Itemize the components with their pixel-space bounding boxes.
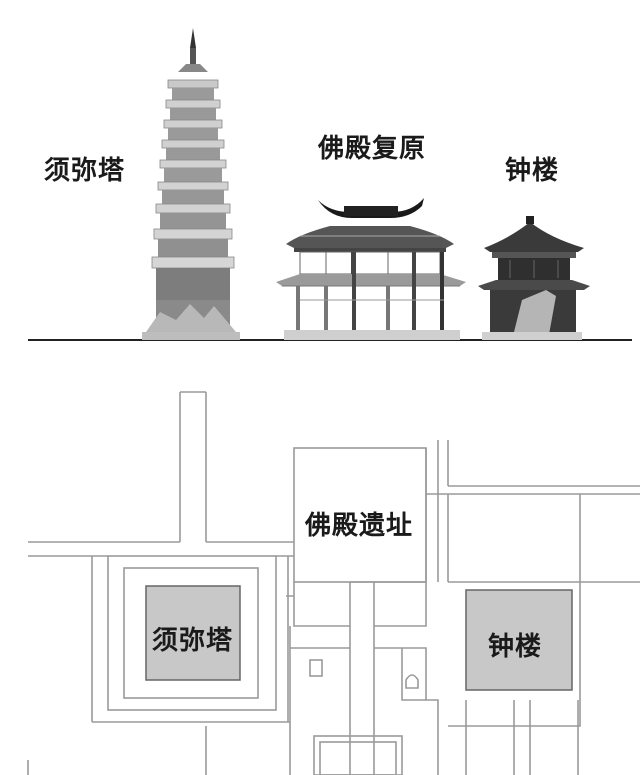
hall-restored-label: 佛殿复原	[318, 134, 427, 164]
arch-marker	[405, 674, 419, 689]
pagoda-elevation	[142, 28, 240, 340]
bell-tower-elevation-label: 钟楼	[505, 156, 560, 186]
north-road	[179, 391, 207, 542]
pagoda-plan-label: 须弥塔	[152, 626, 234, 656]
south-gate	[313, 735, 403, 775]
site-plan-view	[27, 391, 640, 775]
bell-tower-plan-label: 钟楼	[488, 632, 543, 662]
small-square-marker	[309, 659, 323, 677]
pagoda-elevation-label: 须弥塔	[44, 156, 126, 186]
elevation-view	[28, 28, 632, 341]
hall-elevation	[276, 198, 466, 340]
pagoda-plan-box	[145, 585, 241, 681]
east-west-road	[28, 541, 294, 557]
bell-tower-plan-box	[465, 589, 573, 691]
bell-tower-elevation	[478, 216, 590, 340]
hall-ruins-label: 佛殿遗址	[305, 511, 414, 541]
pagoda-enclosure-mid	[123, 567, 259, 699]
pagoda-enclosure-outer	[107, 555, 277, 711]
